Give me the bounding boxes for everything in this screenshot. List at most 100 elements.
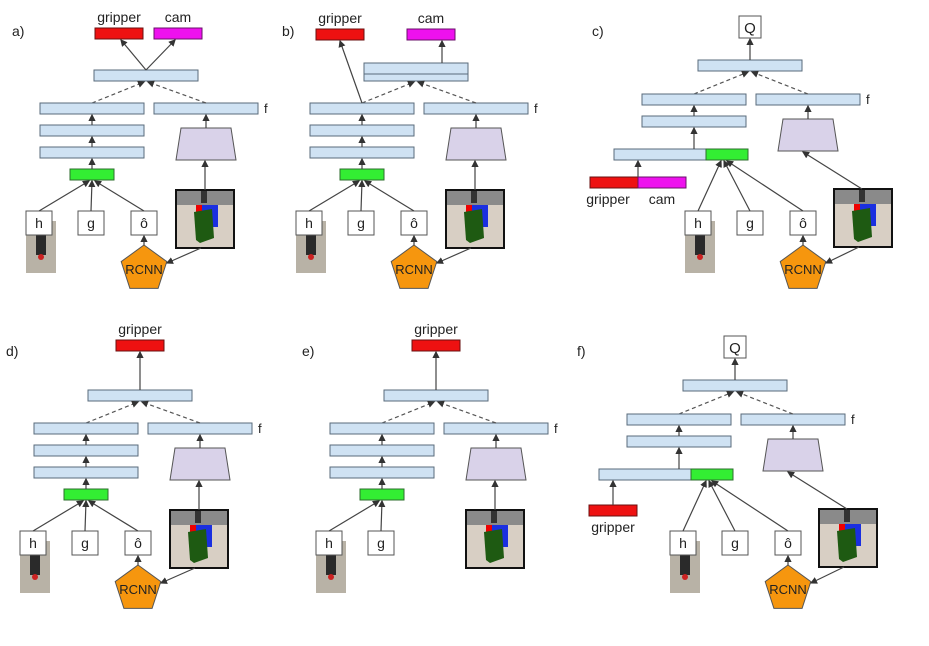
input-label-g: g	[357, 215, 365, 231]
cam-input-label: cam	[649, 191, 675, 207]
input-label-o-hat: ô	[784, 535, 792, 551]
feature-layer-f	[423, 102, 529, 115]
edge-camera-to-rcnn	[159, 567, 196, 584]
edge-input-to-concat	[328, 500, 381, 532]
input-box-h	[684, 210, 712, 236]
edge-camera-to-rcnn	[824, 246, 860, 264]
cam-action-bar	[637, 176, 687, 189]
gripper-action-bar	[588, 504, 638, 517]
gripper-output-label: gripper	[318, 10, 362, 26]
edge-input-to-concat	[363, 180, 415, 212]
edge-input-to-concat	[82, 499, 90, 532]
input-label-h: h	[35, 215, 43, 231]
edge-input-to-concat	[87, 500, 139, 532]
edge-input-to-concat	[93, 180, 145, 212]
concat-layer	[69, 168, 115, 181]
edge-input-to-concat	[710, 480, 789, 532]
red-block	[839, 524, 847, 532]
concat-layer	[63, 488, 109, 501]
green-block	[194, 209, 214, 243]
human-arm	[326, 543, 336, 575]
gripper-output-label: gripper	[118, 321, 162, 337]
input-box-o-hat	[774, 530, 802, 556]
dashed-edge-left	[91, 80, 146, 104]
rcnn-label: RCNN	[769, 582, 807, 597]
red-block	[486, 525, 494, 533]
robot-arm	[471, 191, 477, 203]
input-label-g: g	[81, 535, 89, 551]
merged-layer-shift	[363, 62, 469, 75]
policy-layer-2	[626, 435, 732, 448]
edge-layer1-to-gripper	[338, 39, 363, 104]
dashed-edge-left	[678, 390, 735, 415]
edge-camera-to-rcnn	[809, 566, 845, 584]
feature-layer-f	[740, 413, 846, 426]
policy-layer-2	[39, 124, 145, 137]
dashed-edge-right	[436, 400, 497, 424]
human-arm	[680, 543, 690, 575]
input-box-o-hat	[400, 210, 428, 236]
input-box-g	[71, 530, 99, 556]
input-label-h: h	[29, 535, 37, 551]
input-label-g: g	[87, 215, 95, 231]
input-label-h: h	[325, 535, 333, 551]
merged-layer	[697, 59, 803, 72]
input-box-g	[736, 210, 764, 236]
policy-layer-2	[641, 115, 747, 128]
merged-layer	[87, 389, 193, 402]
policy-layer-2	[33, 444, 139, 457]
conv-encoder	[762, 438, 824, 472]
human-object	[38, 254, 44, 260]
cam-output-label: cam	[165, 9, 191, 25]
concat-layer	[359, 488, 405, 501]
robot-arm	[844, 510, 850, 522]
feature-layer-f	[755, 93, 861, 106]
concat-layer	[339, 168, 385, 181]
feature-label: f	[258, 421, 262, 436]
input-box-h	[669, 530, 697, 556]
human-object	[328, 574, 334, 580]
edge-input-to-concat	[697, 159, 722, 212]
input-box-g	[367, 530, 395, 556]
edge-input-to-concat	[708, 479, 736, 532]
feature-label: f	[851, 412, 855, 427]
action-embedding-layer	[598, 468, 692, 481]
policy-layer-1	[329, 422, 435, 435]
conv-encoder	[169, 447, 231, 481]
policy-layer-1	[39, 102, 145, 115]
robot-arm	[201, 191, 207, 203]
conv-encoder	[777, 118, 839, 152]
dashed-edge-left	[693, 70, 750, 95]
input-label-h: h	[694, 215, 702, 231]
panel-label: a)	[12, 23, 24, 39]
edge-input-to-concat	[358, 179, 366, 212]
gripper-output-bar	[115, 339, 165, 352]
merged-layer	[383, 389, 489, 402]
green-block	[188, 529, 208, 563]
edge-input-to-concat	[308, 180, 361, 212]
feature-label: f	[866, 92, 870, 107]
gripper-output-bar	[411, 339, 461, 352]
panel-label: f)	[577, 343, 586, 359]
rcnn-pentagon	[114, 564, 162, 609]
edge-camera-to-encoder	[786, 471, 848, 510]
policy-layer-3	[39, 146, 145, 159]
edge-camera-to-encoder	[801, 151, 863, 190]
red-block	[196, 205, 204, 213]
rcnn-pentagon	[390, 244, 438, 289]
feature-label: f	[264, 101, 268, 116]
policy-layer-1	[626, 413, 732, 426]
edge-input-to-concat	[682, 479, 707, 532]
dashed-edge-right	[735, 390, 794, 415]
input-label-g: g	[731, 535, 739, 551]
camera-image	[175, 189, 235, 249]
rcnn-pentagon	[764, 564, 812, 609]
dashed-edge-right	[140, 400, 201, 424]
dashed-edge-right	[146, 80, 207, 104]
gripper-action-bar	[589, 176, 639, 189]
feature-layer-f	[147, 422, 253, 435]
red-block	[466, 205, 474, 213]
